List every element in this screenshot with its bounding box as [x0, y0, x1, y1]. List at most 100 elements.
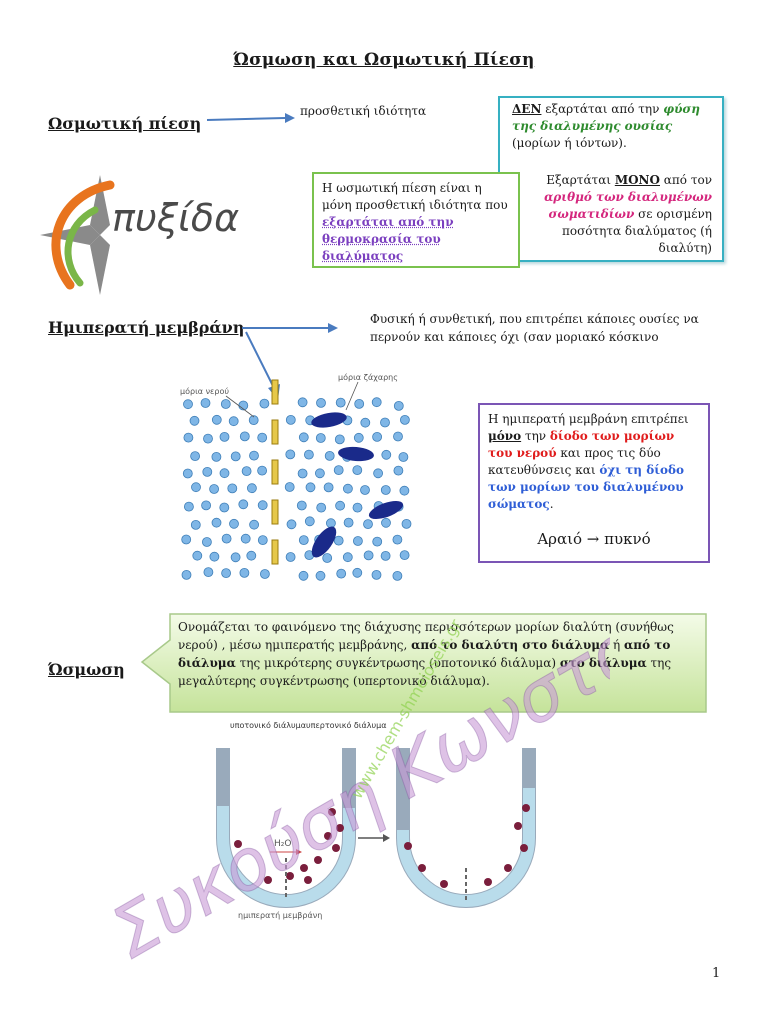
water-molecule — [393, 431, 403, 442]
heading-membrane: Ημιπερατή μεμβράνη — [48, 318, 245, 337]
water-molecule — [323, 482, 334, 493]
water-molecule — [360, 417, 371, 428]
teal-text-1: ΔΕΝ εξαρτάται από την φύση της διαλυμένη… — [512, 102, 700, 150]
u-tube-after — [396, 748, 536, 908]
u-tube-diagram: H₂O υποτονικό διάλυμα υπερτονικό διάλυμα… — [216, 720, 536, 920]
water-molecule — [297, 397, 308, 408]
water-molecule — [352, 567, 363, 578]
label-hypotonic: υποτονικό διάλυμα — [230, 720, 306, 730]
water-molecule — [352, 536, 363, 546]
water-molecule — [247, 483, 257, 494]
water-molecule — [239, 567, 250, 578]
water-molecule — [322, 553, 333, 563]
water-molecule — [352, 502, 363, 513]
water-molecule — [298, 570, 309, 581]
label-semipermeable-membrane: ημιπερατή μεμβράνη — [238, 911, 322, 920]
water-molecule — [257, 535, 268, 546]
water-molecule — [315, 570, 326, 581]
sugar-molecules — [311, 412, 404, 558]
water-molecule — [249, 519, 259, 530]
water-molecule — [200, 398, 211, 408]
water-molecule — [324, 451, 335, 461]
water-molecule — [325, 518, 336, 529]
water-molecule — [380, 550, 391, 561]
water-molecule — [399, 550, 410, 561]
water-molecule — [257, 500, 268, 511]
note-membrane: Φυσική ή συνθετική, που επιτρέπει κάποιε… — [370, 312, 699, 344]
water-molecule — [202, 467, 213, 477]
water-molecule — [297, 468, 308, 479]
logo-text: πυξίδα — [112, 196, 239, 240]
water-molecule — [219, 502, 230, 513]
water-molecule — [372, 536, 383, 547]
water-molecule — [189, 415, 200, 426]
compass-logo: πυξίδα — [40, 175, 239, 295]
water-molecule — [399, 485, 410, 496]
water-molecule — [316, 397, 326, 408]
water-molecule — [352, 465, 363, 475]
water-molecule — [219, 468, 230, 479]
water-molecule — [246, 550, 257, 561]
water-molecule — [333, 535, 344, 546]
water-molecule — [181, 534, 192, 545]
water-molecule — [227, 483, 238, 494]
water-molecule — [399, 415, 410, 425]
water-molecule — [209, 551, 220, 562]
water-molecule — [284, 482, 295, 492]
water-molecule — [392, 570, 403, 581]
water-molecule — [354, 398, 365, 409]
water-molecule — [372, 432, 383, 442]
water-molecule — [221, 568, 231, 579]
water-molecule — [230, 552, 241, 563]
water-molecule — [314, 468, 325, 479]
water-molecule — [305, 482, 316, 493]
water-molecule — [257, 432, 268, 443]
water-molecule — [373, 468, 384, 479]
water-molecule — [363, 550, 374, 561]
water-molecule — [209, 484, 219, 494]
water-molecule — [401, 518, 412, 529]
process-arrow — [358, 834, 390, 842]
water-molecule — [304, 516, 315, 527]
dilute-to-concentrated: Αραιό → πυκνό — [537, 530, 651, 548]
water-molecule — [342, 552, 353, 563]
water-molecule — [229, 518, 239, 529]
water-molecule — [298, 535, 309, 546]
heading-osmotic-pressure: Ωσμωτική πίεση — [48, 114, 202, 133]
water-molecule — [393, 465, 404, 476]
page-number: 1 — [712, 966, 721, 981]
water-molecule — [381, 517, 391, 528]
water-molecule — [371, 397, 382, 408]
water-molecule — [257, 465, 267, 476]
label-water-molecules: μόρια νερού — [180, 386, 229, 396]
water-molecule — [241, 466, 252, 476]
water-molecule — [183, 501, 194, 512]
water-molecule — [315, 433, 326, 443]
heading-osmosis: Ώσμωση — [48, 660, 125, 679]
membrane-diagram: μόρια νερού μόρια ζάχαρης — [180, 372, 412, 581]
water-molecule — [333, 465, 344, 475]
page-title: Ώσμωση και Ωσμωτική Πίεση — [233, 50, 535, 70]
water-molecule — [371, 569, 382, 580]
water-molecule — [240, 533, 251, 544]
water-molecule — [334, 434, 345, 445]
water-molecule — [190, 519, 201, 530]
water-molecule — [380, 417, 390, 428]
water-molecule — [342, 483, 353, 494]
water-molecule — [211, 414, 222, 425]
water-molecule — [181, 569, 192, 580]
water-molecule — [298, 432, 309, 443]
water-molecule — [190, 451, 201, 461]
water-molecule — [316, 502, 327, 513]
water-molecule — [239, 431, 250, 442]
water-molecule — [303, 449, 314, 460]
water-molecule — [381, 449, 392, 460]
water-molecule — [211, 517, 222, 528]
water-molecule — [219, 432, 230, 442]
water-molecule — [249, 450, 259, 461]
water-molecule — [285, 449, 296, 460]
water-molecule — [192, 550, 203, 561]
water-molecules — [181, 397, 412, 581]
box-purple: Η ημιπερατή μεμβράνη επιτρέπει μόνο την … — [478, 403, 710, 563]
water-molecule — [392, 534, 403, 545]
